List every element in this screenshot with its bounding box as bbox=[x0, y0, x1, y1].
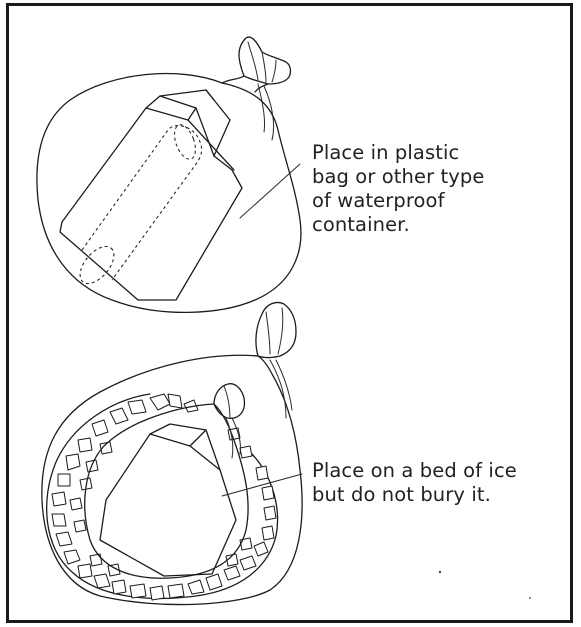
bag-knot bbox=[239, 37, 291, 84]
plastic-bag-outline bbox=[37, 74, 301, 313]
ice-cubes bbox=[52, 394, 276, 600]
container-item bbox=[60, 96, 242, 300]
outer-bag-knot bbox=[256, 302, 296, 357]
step-1-caption: Place in plastic bag or other type of wa… bbox=[312, 141, 512, 237]
step-2-caption: Place on a bed of ice but do not bury it… bbox=[312, 459, 522, 507]
inner-container-item bbox=[100, 424, 236, 576]
outer-tie-string bbox=[270, 360, 292, 418]
leader-line-1 bbox=[240, 164, 300, 218]
bagged-item-illustration bbox=[37, 37, 301, 312]
dashed-bottle bbox=[82, 126, 202, 280]
inner-bag-knot bbox=[214, 384, 245, 419]
inner-bag-outline bbox=[85, 404, 248, 578]
ice-bed-illustration bbox=[42, 302, 531, 604]
